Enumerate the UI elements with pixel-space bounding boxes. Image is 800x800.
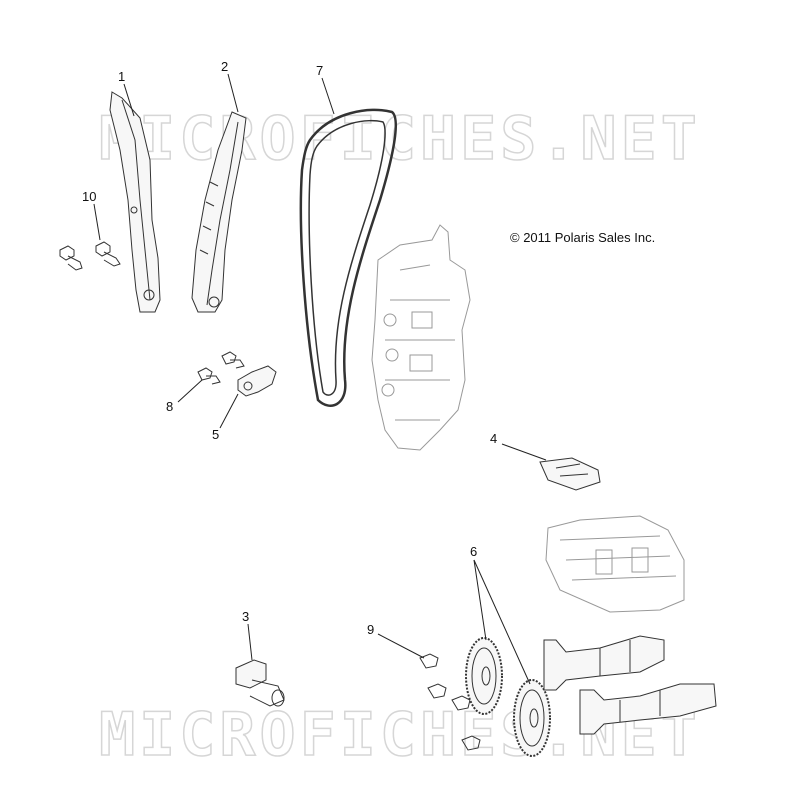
engine-head-outline <box>371 224 471 451</box>
callout-7[interactable]: 7 <box>316 63 324 78</box>
callout-3[interactable]: 3 <box>242 609 250 624</box>
copyright-notice: © 2011 Polaris Sales Inc. <box>510 230 656 245</box>
guide-bolts-part <box>59 241 121 271</box>
sprocket-bolts-part <box>419 653 481 751</box>
cam-sprocket-part <box>465 637 551 757</box>
callout-4[interactable]: 4 <box>490 431 498 446</box>
callout-1[interactable]: 1 <box>118 69 126 84</box>
cam-carrier-outline <box>545 515 685 613</box>
callout-6[interactable]: 6 <box>470 544 478 559</box>
timing-chain-part <box>299 108 398 407</box>
camshafts-outline <box>543 635 717 735</box>
bracket-bolts-part <box>197 351 245 385</box>
callout-2[interactable]: 2 <box>221 59 229 74</box>
chain-guide-part <box>109 91 161 313</box>
tensioner-bracket-part <box>237 365 277 397</box>
upper-guide-part <box>539 457 601 491</box>
callout-9[interactable]: 9 <box>367 622 375 637</box>
chain-tensioner-part <box>235 659 285 707</box>
leader-lines <box>93 73 547 685</box>
callout-8[interactable]: 8 <box>166 399 174 414</box>
callout-5[interactable]: 5 <box>212 427 220 442</box>
callout-10[interactable]: 10 <box>82 189 97 204</box>
tensioner-blade-part <box>191 111 247 313</box>
